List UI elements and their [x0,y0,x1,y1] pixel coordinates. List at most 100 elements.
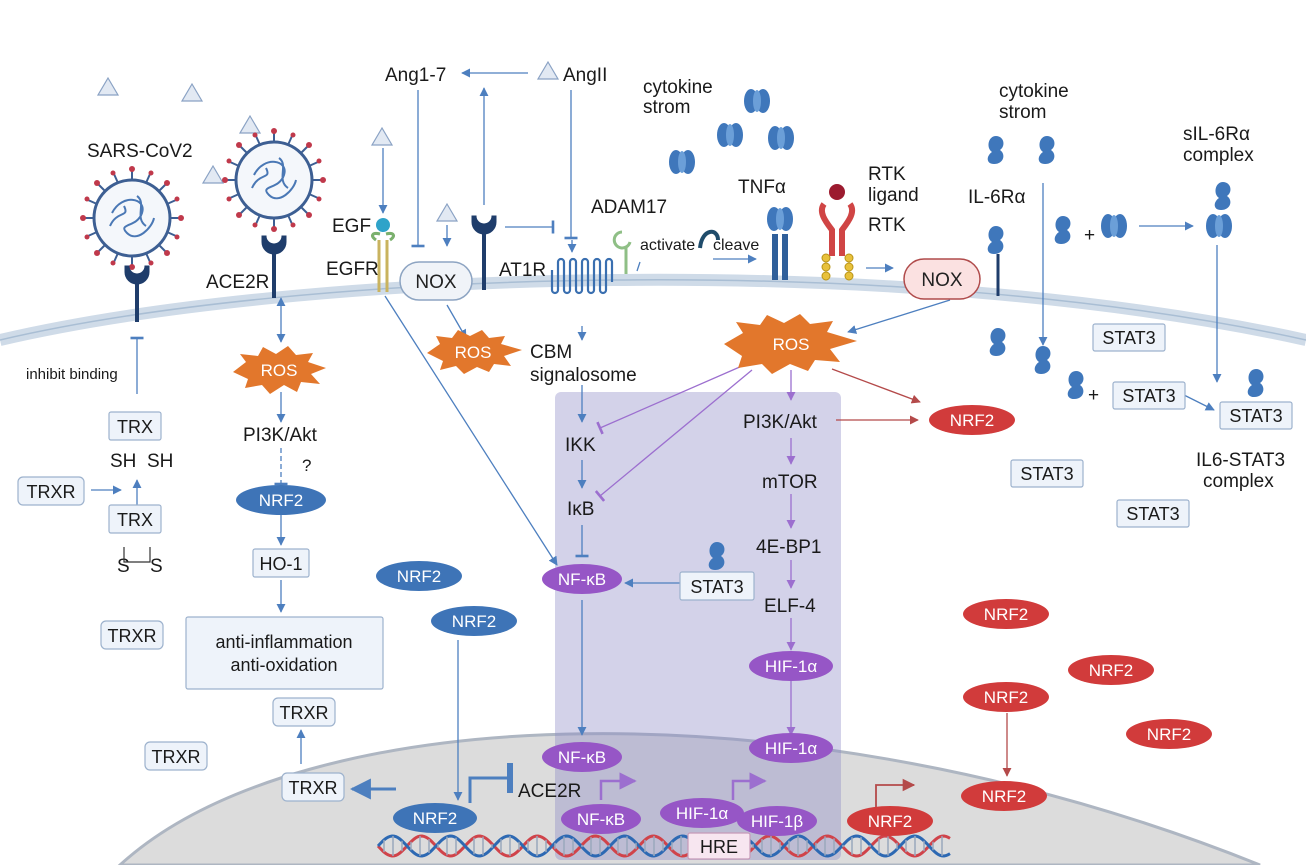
4ebp1-label: 4E-BP1 [756,537,821,558]
stat3-box-2 [1112,381,1186,410]
nrf2-cyto-label-1: NRF2 [397,567,441,586]
nox-right-label: NOX [921,270,963,291]
arrows-nucleus [349,763,513,803]
hre-box [687,832,751,860]
nrf2-red-node-2 [1068,655,1154,685]
nfkb-cyto-node [542,564,622,594]
cleave-label: cleave [713,237,759,254]
arrows-blue [91,68,1222,801]
nfkb-cyto-label: NF-κB [558,570,606,589]
cytokine-storm-icons [669,89,1232,238]
trxr-box-c [144,741,208,771]
question-mark: ? [302,456,311,475]
s-right-label: S [150,556,163,577]
hif1a-nuclear-label: HIF-1α [765,739,818,758]
nrf2-red-node-1 [963,599,1049,629]
il6ra-label: IL-6Rα [968,187,1025,208]
nox-right-node [903,258,981,300]
trx-top-box [108,411,162,441]
egfr-receptor-icon [371,218,395,292]
elf4-label: ELF-4 [764,596,816,617]
ros-left-label: ROS [261,361,298,380]
stat3-box-5 [1116,499,1190,528]
at1r-receptor-icon [550,257,614,295]
tnfa-label: TNFα [738,177,786,198]
anti-oxidation-label: anti-oxidation [230,655,337,675]
activate-label: activate [640,237,695,254]
plus-sign-1: + [1084,225,1095,246]
trx-bottom-label: TRX [117,510,153,530]
stat3-box-3 [1219,401,1293,430]
anti-inflammation-label: anti-inflammation [215,632,352,652]
nrf2-cyto-node-1 [376,561,462,591]
hif1b-dna-label: HIF-1β [751,812,804,831]
stat3-label-4: STAT3 [1020,464,1073,484]
arrows-purple [594,365,796,800]
ace2r-label: ACE2R [206,272,269,293]
nrf2-red-node-top [929,405,1015,435]
rtk-label: RTK [868,215,906,236]
trxr-box-a [100,620,164,650]
rtk-receptor-icon [818,184,856,281]
hre-label: HRE [700,837,738,857]
sh-label: SH SH [110,451,173,472]
trxr-label-c: TRXR [152,747,201,767]
trxr-label-d: TRXR [289,778,338,798]
sil6r-complex-label: complex [1183,145,1254,166]
at1r-label: AT1R [499,260,546,281]
nrf2-left-node [236,485,326,515]
ros-right-label: ROS [773,335,810,354]
ros-right-burst: ROS [724,314,857,374]
trxr-label-b: TRXR [280,703,329,723]
nrf2-red-node-5 [961,781,1047,811]
adam17-icon [612,230,632,274]
cleaved-adam17-icon [698,229,720,249]
stat3-label-3: STAT3 [1229,406,1282,426]
s-left-label: S [117,556,130,577]
il6stat3-label-2: complex [1203,471,1274,492]
stat3-label-5: STAT3 [1126,504,1179,524]
cytokine-right-label: cytokine [999,81,1069,102]
nrf2-red-node-4 [1126,719,1212,749]
hif1a-dna-label: HIF-1α [676,804,729,823]
nrf2-left-label: NRF2 [259,491,303,510]
cytokine-left-label: cytokine [643,77,713,98]
nrf2-nuclear-label: NRF2 [413,809,457,828]
stat3-mid-label: STAT3 [690,577,743,597]
nox-left-label: NOX [415,272,457,293]
cbm-label: CBM [530,342,572,363]
adam17-label: ADAM17 [591,197,667,218]
trx-top-label: TRX [117,417,153,437]
inhibit-binding-label: inhibit binding [26,366,118,383]
nrf2-red-label-2: NRF2 [1089,661,1133,680]
angii-label: AngII [563,65,607,86]
mtor-label: mTOR [762,472,818,493]
trxr-box-d [281,772,345,802]
hif1a-cyto-node [749,651,833,681]
stat3-label-1: STAT3 [1102,328,1155,348]
stat3-box-4 [1010,459,1084,488]
hif1a-nuclear-node [749,733,833,763]
stat3-mid-box [679,571,755,601]
nrf2-red-top-label: NRF2 [950,411,994,430]
rtk-ligand-label-1: RTK [868,164,906,185]
anti-inflammation-box [185,616,384,690]
il6-receptor-icon [987,226,1004,296]
ikk-label: IKK [565,435,596,456]
trxr-left-box [17,476,85,506]
ros-mid-label: ROS [455,343,492,362]
trxr-box-b [272,697,336,727]
pi3k-left-label: PI3K/Akt [243,425,318,446]
nox-left-node [399,261,473,301]
ho1-box [252,548,310,578]
hif1b-dna-node [737,806,817,836]
nrf2-red-label-4: NRF2 [1147,725,1191,744]
sarscov2-label: SARS-CoV2 [87,141,193,162]
stat3-label-2: STAT3 [1122,386,1175,406]
nfkb-nuclear-label: NF-κB [558,748,606,767]
tnfa-receptor-icon [767,207,793,280]
ikb-label: IκB [567,499,594,520]
nfkb-nuclear-node [542,742,622,772]
signaling-pathway-box [555,392,841,860]
